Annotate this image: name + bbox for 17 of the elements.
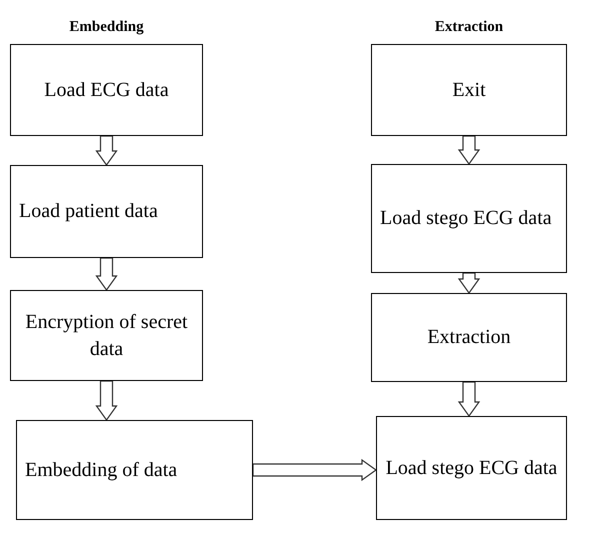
- process-box: Load stego ECG data: [376, 416, 567, 520]
- hollow-arrow: [252, 458, 378, 482]
- hollow-arrow: [458, 272, 480, 294]
- process-box: Extraction: [371, 293, 567, 382]
- hollow-arrow: [95, 135, 118, 166]
- hollow-arrow: [458, 135, 480, 166]
- column-heading: Embedding: [68, 18, 145, 37]
- hollow-arrow: [95, 257, 118, 292]
- process-box: Embedding of data: [16, 420, 253, 520]
- process-box: Load ECG data: [10, 44, 203, 136]
- process-box: Exit: [371, 44, 567, 136]
- process-box: Load patient data: [10, 165, 203, 258]
- process-box: Encryption of secret data: [10, 290, 203, 381]
- hollow-arrow: [458, 381, 480, 418]
- column-heading: Extraction: [434, 18, 504, 37]
- hollow-arrow: [95, 380, 118, 422]
- process-box: Load stego ECG data: [371, 164, 567, 273]
